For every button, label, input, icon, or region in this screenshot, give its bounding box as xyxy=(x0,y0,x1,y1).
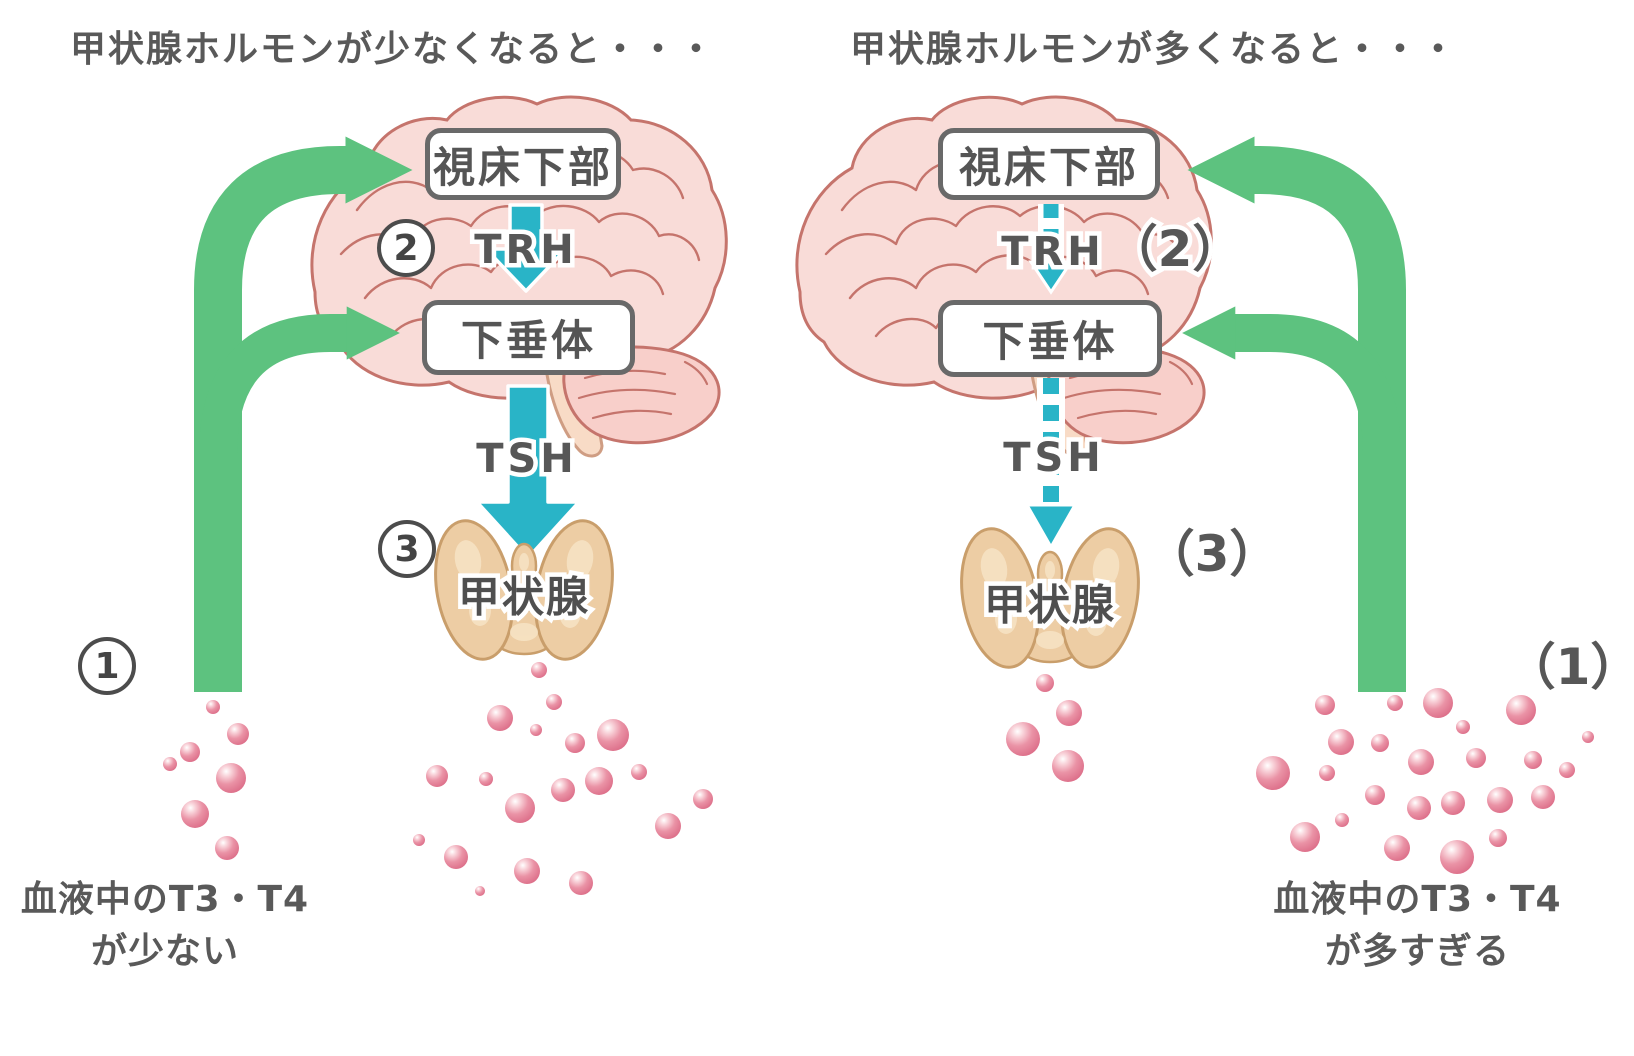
caption-left-line2: が少ない xyxy=(90,931,239,973)
pituitary-box-left: 下垂体 xyxy=(422,300,635,375)
feedback-arrow-to-hypothalamus-right xyxy=(1187,136,1406,692)
caption-right-line1: 血液中のT3・T4 xyxy=(1273,879,1562,920)
step-number-2-right: （2） xyxy=(1108,209,1243,281)
step-number-2-left: 2 xyxy=(377,219,435,277)
hormone-dots-blood-right xyxy=(1256,688,1594,874)
tsh-label-left: TSH xyxy=(476,436,578,482)
panel-title-low: 甲状腺ホルモンが少なくなると・・・ xyxy=(70,29,717,70)
hypothalamus-box-left: 視床下部 xyxy=(425,128,621,200)
step-number-1-right: （1） xyxy=(1506,627,1634,699)
feedback-arrow-to-hypothalamus-left xyxy=(194,136,413,692)
feedback-arrows-right xyxy=(1182,136,1406,692)
tsh-label-right: TSH xyxy=(1003,435,1105,481)
pituitary-box-right: 下垂体 xyxy=(938,300,1162,377)
feedback-arrows-left xyxy=(194,136,413,692)
caption-right: 血液中のT3・T4 が多すぎる xyxy=(1245,874,1590,978)
trh-label-left: TRH xyxy=(474,227,578,273)
panel-title-high: 甲状腺ホルモンが多くなると・・・ xyxy=(850,29,1459,70)
hormone-dots-secretion-left xyxy=(413,662,713,896)
thyroid-label-left: 甲状腺 xyxy=(458,564,590,625)
caption-left: 血液中のT3・T4 が少ない xyxy=(10,874,320,978)
hypothalamus-box-right: 視床下部 xyxy=(938,128,1160,200)
feedback-arrow-to-pituitary-left xyxy=(199,306,400,456)
hormone-dots-blood-left xyxy=(163,700,249,860)
trh-label-right: TRH xyxy=(1001,229,1105,275)
step-number-3-right: （3） xyxy=(1145,514,1280,586)
caption-right-line2: が多すぎる xyxy=(1324,931,1510,973)
step-number-1-left: 1 xyxy=(78,637,136,695)
feedback-arrow-to-pituitary-right xyxy=(1182,306,1401,456)
hormone-dots-secretion-right xyxy=(1006,674,1084,782)
step-number-3-left: 3 xyxy=(378,520,436,578)
thyroid-label-right: 甲状腺 xyxy=(984,572,1116,633)
caption-left-line1: 血液中のT3・T4 xyxy=(20,879,310,920)
